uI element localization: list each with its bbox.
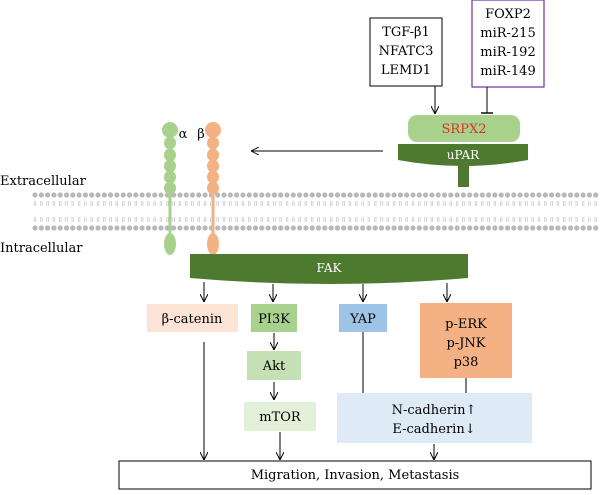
mapk-p-jnk-label: p-JNK <box>446 336 485 351</box>
outcome-box <box>118 460 592 490</box>
fak-label: FAK <box>317 261 343 275</box>
inhibitor-foxp2: FOXP2 <box>485 7 531 22</box>
akt-box <box>247 351 301 380</box>
upar-receptor <box>398 144 528 166</box>
yap-label: YAP <box>349 312 376 327</box>
upar-anchor <box>458 165 469 187</box>
integrin-beta-subunit <box>205 122 221 255</box>
mapk-p-erk-label: p-ERK <box>445 317 487 332</box>
mapk-box <box>420 303 512 378</box>
cell-membrane <box>32 192 599 231</box>
n-cadherin-label: N-cadherin↑ <box>392 403 477 418</box>
inhibitor-mir-192: miR-192 <box>480 45 535 60</box>
yap-box <box>339 304 387 332</box>
extracellular-label: Extracellular <box>0 174 87 189</box>
pi3k-box <box>251 304 297 332</box>
integrin-beta-label: β <box>197 127 205 142</box>
akt-label: Akt <box>262 359 286 374</box>
upstream-activators-box <box>369 17 443 87</box>
mtor-label: mTOR <box>259 410 302 425</box>
pi3k-label: PI3K <box>258 312 290 327</box>
cadherin-box <box>337 393 532 443</box>
mtor-box <box>244 402 316 431</box>
integrin-alpha-subunit <box>162 122 178 255</box>
fak-box <box>190 254 468 284</box>
beta-catenin-box <box>147 304 238 332</box>
upar-label: uPAR <box>447 148 480 162</box>
intracellular-label: Intracellular <box>0 241 83 256</box>
outcome-label: Migration, Invasion, Metastasis <box>251 468 460 483</box>
inhibitor-mir-215: miR-215 <box>480 26 535 41</box>
activator-lemd1: LEMD1 <box>381 63 431 78</box>
srpx2-box <box>408 115 520 142</box>
beta-catenin-label: β-catenin <box>162 312 223 327</box>
activator-nfatc3: NFATC3 <box>379 44 434 59</box>
mapk-p38-label: p38 <box>454 355 479 370</box>
upstream-inhibitors-box <box>471 0 545 88</box>
e-cadherin-label: E-cadherin↓ <box>392 422 475 437</box>
integrin-alpha-label: α <box>179 127 188 142</box>
srpx2-label: SRPX2 <box>442 122 487 137</box>
inhibitor-mir-149: miR-149 <box>480 64 535 79</box>
activator-tgf-b1: TGF-β1 <box>382 25 430 40</box>
